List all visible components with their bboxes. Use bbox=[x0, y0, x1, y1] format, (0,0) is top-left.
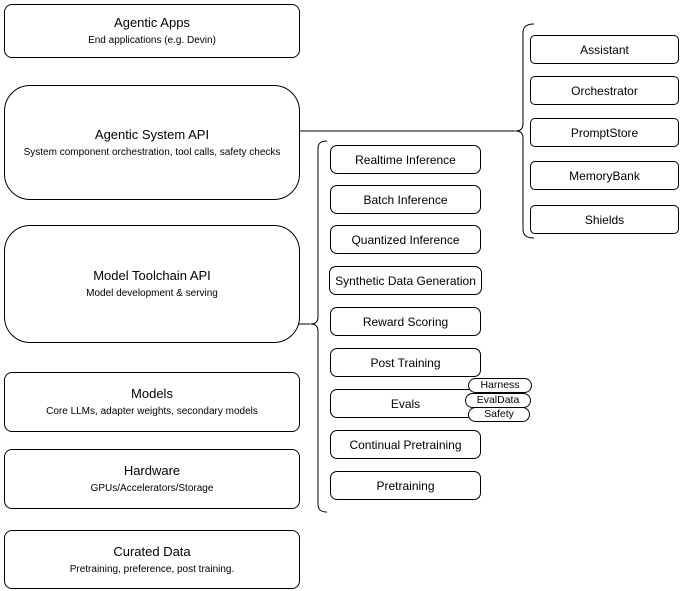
layer-title: Curated Data bbox=[113, 543, 191, 559]
pill-label: Safety bbox=[484, 408, 514, 420]
toolchain-node-realtime-inference: Realtime Inference bbox=[330, 145, 481, 174]
eval-tag-safety: Safety bbox=[468, 407, 530, 422]
node-label: Evals bbox=[390, 396, 421, 411]
component-node-assistant: Assistant bbox=[530, 35, 679, 64]
layer-subtitle: Model development & serving bbox=[86, 288, 218, 299]
toolchain-node-pretraining: Pretraining bbox=[330, 471, 481, 500]
layer-title: Hardware bbox=[123, 463, 181, 478]
node-label: Quantized Inference bbox=[351, 232, 460, 247]
toolchain-node-reward-scoring: Reward Scoring bbox=[330, 307, 481, 336]
node-label: PromptStore bbox=[570, 125, 639, 140]
node-label: Pretraining bbox=[376, 478, 435, 493]
node-label: MemoryBank bbox=[569, 168, 640, 183]
toolchain-node-evals: Evals bbox=[330, 389, 481, 418]
layer-title: Model Toolchain API bbox=[93, 268, 211, 283]
component-node-memorybank: MemoryBank bbox=[530, 161, 679, 190]
component-node-shields: Shields bbox=[530, 205, 679, 234]
node-label: Batch Inference bbox=[363, 192, 448, 207]
layer-box-model-toolchain-api: Model Toolchain API Model development & … bbox=[4, 225, 300, 343]
toolchain-brace bbox=[310, 140, 328, 513]
layer-subtitle: GPUs/Accelerators/Storage bbox=[90, 483, 214, 494]
component-node-promptstore: PromptStore bbox=[530, 118, 679, 147]
pill-label: EvalData bbox=[476, 394, 520, 406]
eval-tag-evaldata: EvalData bbox=[465, 393, 531, 408]
toolchain-node-batch-inference: Batch Inference bbox=[330, 185, 481, 214]
node-label: Realtime Inference bbox=[355, 152, 456, 167]
node-label: Orchestrator bbox=[571, 83, 638, 98]
layer-title: Agentic Apps bbox=[114, 15, 190, 30]
layer-box-agentic-apps: Agentic Apps End applications (e.g. Devi… bbox=[4, 4, 300, 58]
toolchain-node-post-training: Post Training bbox=[330, 348, 481, 377]
node-label: Continual Pretraining bbox=[349, 437, 462, 452]
layer-subtitle: System component orchestration, tool cal… bbox=[23, 146, 281, 158]
node-label: Post Training bbox=[370, 355, 441, 370]
layer-box-curated-data: Curated Data Pretraining, preference, po… bbox=[4, 530, 300, 589]
toolchain-node-quantized-inference: Quantized Inference bbox=[330, 225, 481, 254]
layer-subtitle: End applications (e.g. Devin) bbox=[88, 35, 216, 46]
toolchain-node-continual-pretraining: Continual Pretraining bbox=[330, 430, 481, 459]
layer-box-agentic-system-api: Agentic System API System component orch… bbox=[4, 85, 300, 200]
layer-box-models: Models Core LLMs, adapter weights, secon… bbox=[4, 372, 300, 432]
layer-title: Agentic System API bbox=[94, 126, 210, 142]
layer-box-hardware: Hardware GPUs/Accelerators/Storage bbox=[4, 449, 300, 509]
node-label: Reward Scoring bbox=[362, 314, 449, 329]
node-label: Assistant bbox=[580, 42, 629, 57]
layer-subtitle: Core LLMs, adapter weights, secondary mo… bbox=[46, 406, 258, 417]
node-label: Shields bbox=[584, 212, 625, 227]
layer-subtitle: Pretraining, preference, post training. bbox=[69, 563, 235, 575]
layer-title: Models bbox=[131, 386, 173, 401]
component-node-orchestrator: Orchestrator bbox=[530, 76, 679, 105]
node-label: Synthetic Data Generation bbox=[335, 273, 476, 288]
eval-tag-harness: Harness bbox=[468, 378, 532, 393]
toolchain-node-synthetic-data-generation: Synthetic Data Generation bbox=[329, 266, 482, 295]
pill-label: Harness bbox=[480, 379, 520, 391]
